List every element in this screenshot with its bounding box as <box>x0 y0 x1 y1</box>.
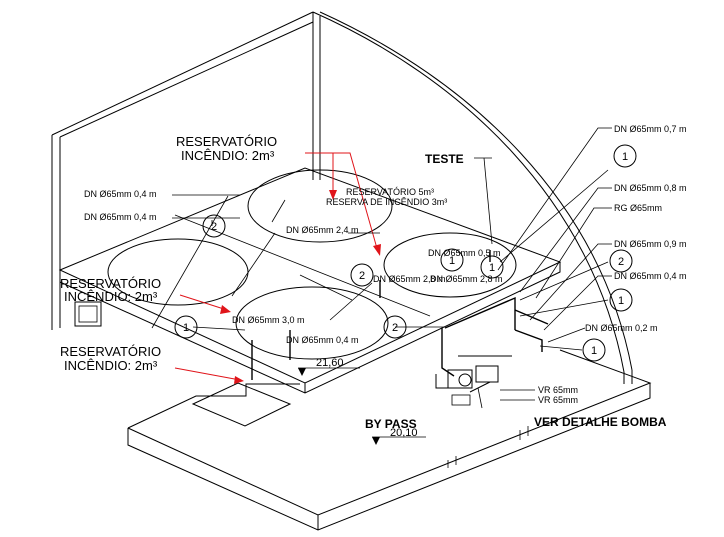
red-arrows <box>174 152 381 384</box>
label-dn-right-09: DN Ø65mm 0,9 m <box>614 239 687 249</box>
svg-text:1: 1 <box>489 262 495 274</box>
reservoir-slab <box>58 167 562 394</box>
label-dn-right-02: DN Ø65mm 0,2 m <box>585 323 658 333</box>
dimension-marks <box>298 367 426 445</box>
label-res-5m3: RESERVATÓRIO 5m³ <box>346 187 434 197</box>
label-vr-65-a: VR 65mm <box>538 385 578 395</box>
label-dn-mid-28b: DN Ø65mm 2,8 m <box>430 274 503 284</box>
piping <box>251 250 549 406</box>
svg-text:2: 2 <box>359 270 365 282</box>
label-vr-65-b: VR 65mm <box>538 395 578 405</box>
label-ver-detalhe-bomba: VER DETALHE BOMBA <box>534 415 667 429</box>
label-res-incendio-low-1: RESERVATÓRIO <box>60 344 161 359</box>
svg-text:2: 2 <box>392 322 398 334</box>
marker-r-1b: 1 <box>582 338 606 362</box>
svg-text:1: 1 <box>183 322 189 334</box>
marker-r-1a: 1 <box>609 288 633 312</box>
label-dn-left-1: DN Ø65mm 0,4 m <box>84 189 157 199</box>
label-teste: TESTE <box>425 152 464 166</box>
label-dn-center-24: DN Ø65mm 2,4 m <box>286 225 359 235</box>
dimension-20-10: 20,10 <box>390 427 418 439</box>
svg-text:2: 2 <box>211 221 217 233</box>
label-res-incendio-mid-1: RESERVATÓRIO <box>60 276 161 291</box>
label-reserva-3m3: RESERVA DE INCÊNDIO 3m³ <box>326 197 447 207</box>
dimension-21-60: 21,60 <box>316 357 344 369</box>
marker-c-2c: 2 <box>383 315 407 339</box>
marker-c-1a: 1 <box>174 315 198 339</box>
label-dn-left-2: DN Ø65mm 0,4 m <box>84 212 157 222</box>
marker-r-2: 2 <box>609 249 633 273</box>
marker-c-2b: 2 <box>350 263 374 287</box>
label-dn-mid-05: DN Ø65mm 0,5 m <box>428 248 501 258</box>
svg-text:2: 2 <box>618 256 624 268</box>
label-dn-mid-28a: DN Ø65mm 2,8 m <box>373 274 446 284</box>
label-dn-right-04: DN Ø65mm 0,4 m <box>614 271 687 281</box>
marker-c-1c: 1 <box>480 255 504 279</box>
label-dn-right-08: DN Ø65mm 0,8 m <box>614 183 687 193</box>
leader-lines <box>172 127 612 409</box>
svg-text:1: 1 <box>618 295 624 307</box>
circle-markers: 1 2 1 1 2 2 2 1 <box>174 144 637 362</box>
svg-text:1: 1 <box>449 255 455 267</box>
label-dn-right-07: DN Ø65mm 0,7 m <box>614 124 687 134</box>
label-res-incendio-top-1: RESERVATÓRIO <box>176 134 277 149</box>
marker-c-1b: 1 <box>440 248 464 272</box>
room-walls <box>51 11 633 384</box>
marker-tr-1: 1 <box>613 144 637 168</box>
marker-c-2a: 2 <box>202 214 226 238</box>
label-res-incendio-low-2: INCÊNDIO: 2m³ <box>64 358 158 373</box>
svg-text:1: 1 <box>591 345 597 357</box>
ground-slab <box>127 349 652 531</box>
label-by-pass: BY PASS <box>365 417 417 431</box>
label-rg-65: RG Ø65mm <box>614 203 662 213</box>
label-res-incendio-top-2: INCÊNDIO: 2m³ <box>181 148 275 163</box>
label-dn-center-30: DN Ø65mm 3,0 m <box>232 315 305 325</box>
text-labels: RESERVATÓRIO INCÊNDIO: 2m³ RESERVATÓRIO … <box>60 124 687 439</box>
svg-text:1: 1 <box>622 151 628 163</box>
label-res-incendio-mid-2: INCÊNDIO: 2m³ <box>64 289 158 304</box>
label-dn-center-04: DN Ø65mm 0,4 m <box>286 335 359 345</box>
